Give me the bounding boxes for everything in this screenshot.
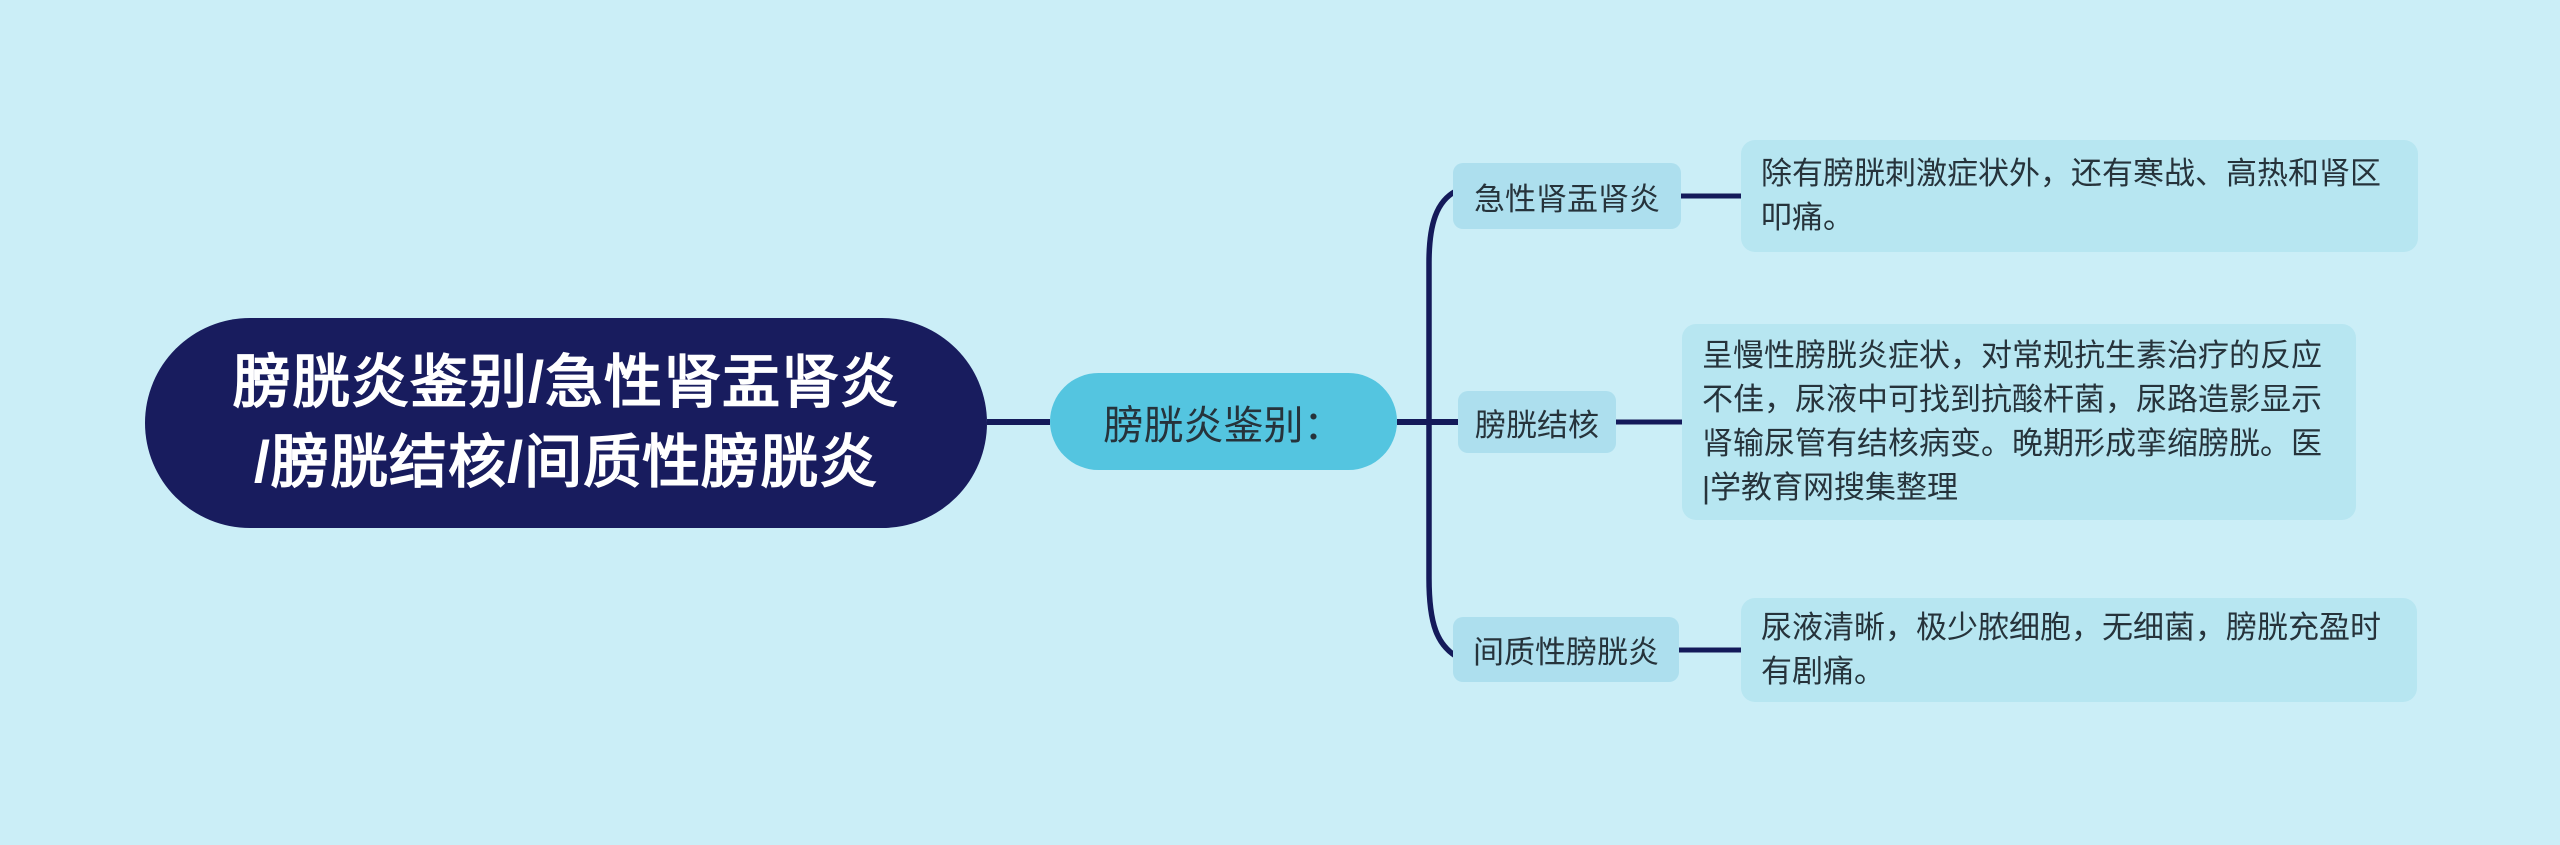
- branch-detail-bladder-tuberculosis[interactable]: 呈慢性膀胱炎症状，对常规抗生素治疗的反应 不佳，尿液中可找到抗酸杆菌，尿路造影显…: [1682, 324, 2356, 520]
- branch-node-bladder-tuberculosis[interactable]: 膀胱结核: [1458, 391, 1616, 453]
- branch-node-label: 膀胱结核: [1475, 407, 1599, 443]
- detail-text-line: 不佳，尿液中可找到抗酸杆菌，尿路造影显示: [1702, 382, 2322, 417]
- detail-text-line: |学教育网搜集整理: [1702, 470, 1959, 505]
- root-topic[interactable]: 膀胱炎鉴别/急性肾盂肾炎 /膀胱结核/间质性膀胱炎: [145, 318, 987, 528]
- root-topic-label-line1: 膀胱炎鉴别/急性肾盂肾炎: [232, 350, 900, 415]
- detail-text-line: 尿液清晰，极少脓细胞，无细菌，膀胱充盈时: [1761, 610, 2381, 645]
- detail-text-line: 有剧痛。: [1761, 654, 1885, 689]
- branch-node-label: 间质性膀胱炎: [1473, 635, 1659, 670]
- branch-detail-acute-pyelonephritis[interactable]: 除有膀胱刺激症状外，还有寒战、高热和肾区 叩痛。: [1741, 140, 2418, 252]
- branch-detail-interstitial-cystitis[interactable]: 尿液清晰，极少脓细胞，无细菌，膀胱充盈时 有剧痛。: [1741, 598, 2417, 702]
- branch-node-label: 急性肾盂肾炎: [1474, 181, 1660, 217]
- edge-trunk-curve: [1426, 188, 1462, 661]
- branch-node-acute-pyelonephritis[interactable]: 急性肾盂肾炎: [1453, 163, 1681, 229]
- branch-node-interstitial-cystitis[interactable]: 间质性膀胱炎: [1453, 617, 1679, 682]
- detail-text-line: 除有膀胱刺激症状外，还有寒战、高热和肾区: [1761, 156, 2381, 191]
- detail-text-line: 叩痛。: [1761, 200, 1854, 235]
- center-topic-label: 膀胱炎鉴别：: [1103, 403, 1344, 448]
- detail-text-line: 呈慢性膀胱炎症状，对常规抗生素治疗的反应: [1702, 338, 2322, 373]
- root-topic-label-line2: /膀胱结核/间质性膀胱炎: [253, 430, 879, 495]
- center-topic[interactable]: 膀胱炎鉴别：: [1050, 373, 1397, 470]
- detail-text-line: 肾输尿管有结核病变。晚期形成挛缩膀胱。医: [1702, 426, 2322, 461]
